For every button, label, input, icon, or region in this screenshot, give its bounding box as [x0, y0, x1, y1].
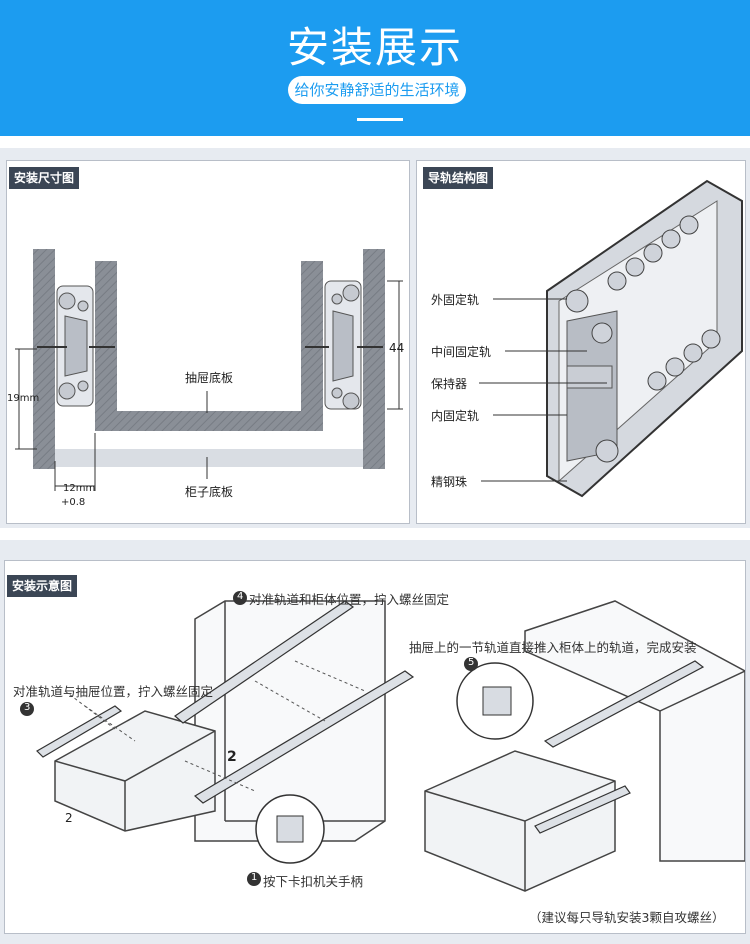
left-rails: [36, 600, 415, 804]
rail-structure-drawing: [546, 179, 743, 498]
steel-balls: [565, 215, 721, 463]
drawer-bottom-label: 抽屉底板: [185, 371, 234, 385]
step1-number: 1: [251, 872, 258, 883]
dim-right-label: 44: [389, 341, 405, 355]
right-rails: [534, 660, 705, 834]
right-drawer: [424, 750, 616, 892]
drawer-number: 2: [65, 811, 73, 825]
dimension-drawing: [15, 249, 403, 491]
step3-circle: [20, 702, 34, 716]
step5-number: 5: [468, 657, 475, 668]
step2-number: 2: [227, 749, 237, 765]
install-note: （建议每只导轨安装3颗自攻螺丝）: [529, 910, 725, 925]
step4-text: 对准轨道和柜体位置，拧入螺丝固定: [249, 592, 450, 607]
dimension-panel: 安装尺寸图: [6, 160, 410, 524]
right-cabinet-wall: [363, 249, 385, 469]
step3-text: 对准轨道与抽屉位置，拧入螺丝固定: [13, 684, 214, 699]
cabinet-bottom-board: [55, 449, 363, 467]
structure-panel: 导轨结构图 外固定轨 中间固定轨 保持器 内固定轨 精钢珠: [416, 160, 746, 524]
header-banner: 安装展示 给你安静舒适的生活环境: [0, 0, 750, 136]
step1-text: 按下卡扣机关手柄: [263, 874, 364, 889]
step4-number: 4: [237, 591, 244, 602]
cabinet-bottom-label: 柜子底板: [185, 485, 234, 499]
dim-gap-label: 12mm: [63, 483, 96, 494]
left-slide-rail: [56, 285, 94, 407]
structure-label-outer-rail: 外固定轨: [431, 293, 480, 307]
step5-text: 抽屉上的一节轨道直接推入柜体上的轨道，完成安装: [409, 640, 697, 655]
right-slide-rail: [324, 280, 362, 410]
structure-tag: 导轨结构图: [423, 167, 494, 189]
structure-label-retainer: 保持器: [431, 377, 468, 391]
left-cabinet-wall: [33, 249, 55, 469]
structure-label-middle-rail: 中间固定轨: [431, 345, 492, 359]
dim-height-label: 19mm: [7, 393, 40, 404]
page-subtitle-pill: 给你安静舒适的生活环境: [288, 76, 466, 104]
structure-label-steel-ball: 精钢珠: [431, 475, 468, 489]
step1-circle: [247, 872, 261, 886]
install-panel: 安装示意图: [4, 560, 746, 934]
dimension-tag: 安装尺寸图: [9, 167, 80, 189]
step4-circle: [233, 591, 247, 605]
step3-number: 3: [24, 702, 31, 713]
structure-leader-lines: [479, 298, 607, 482]
dim-tolerance-label: +0.8: [61, 497, 86, 508]
structure-label-inner-rail: 内固定轨: [431, 409, 480, 423]
drawer-profile: [95, 261, 323, 431]
page-title: 安装展示: [286, 23, 463, 72]
left-drawer: [54, 710, 216, 832]
step5-circle: [464, 657, 478, 671]
installation-drawing: [20, 591, 745, 892]
header-underline: [357, 118, 403, 121]
install-tag: 安装示意图: [7, 575, 78, 597]
